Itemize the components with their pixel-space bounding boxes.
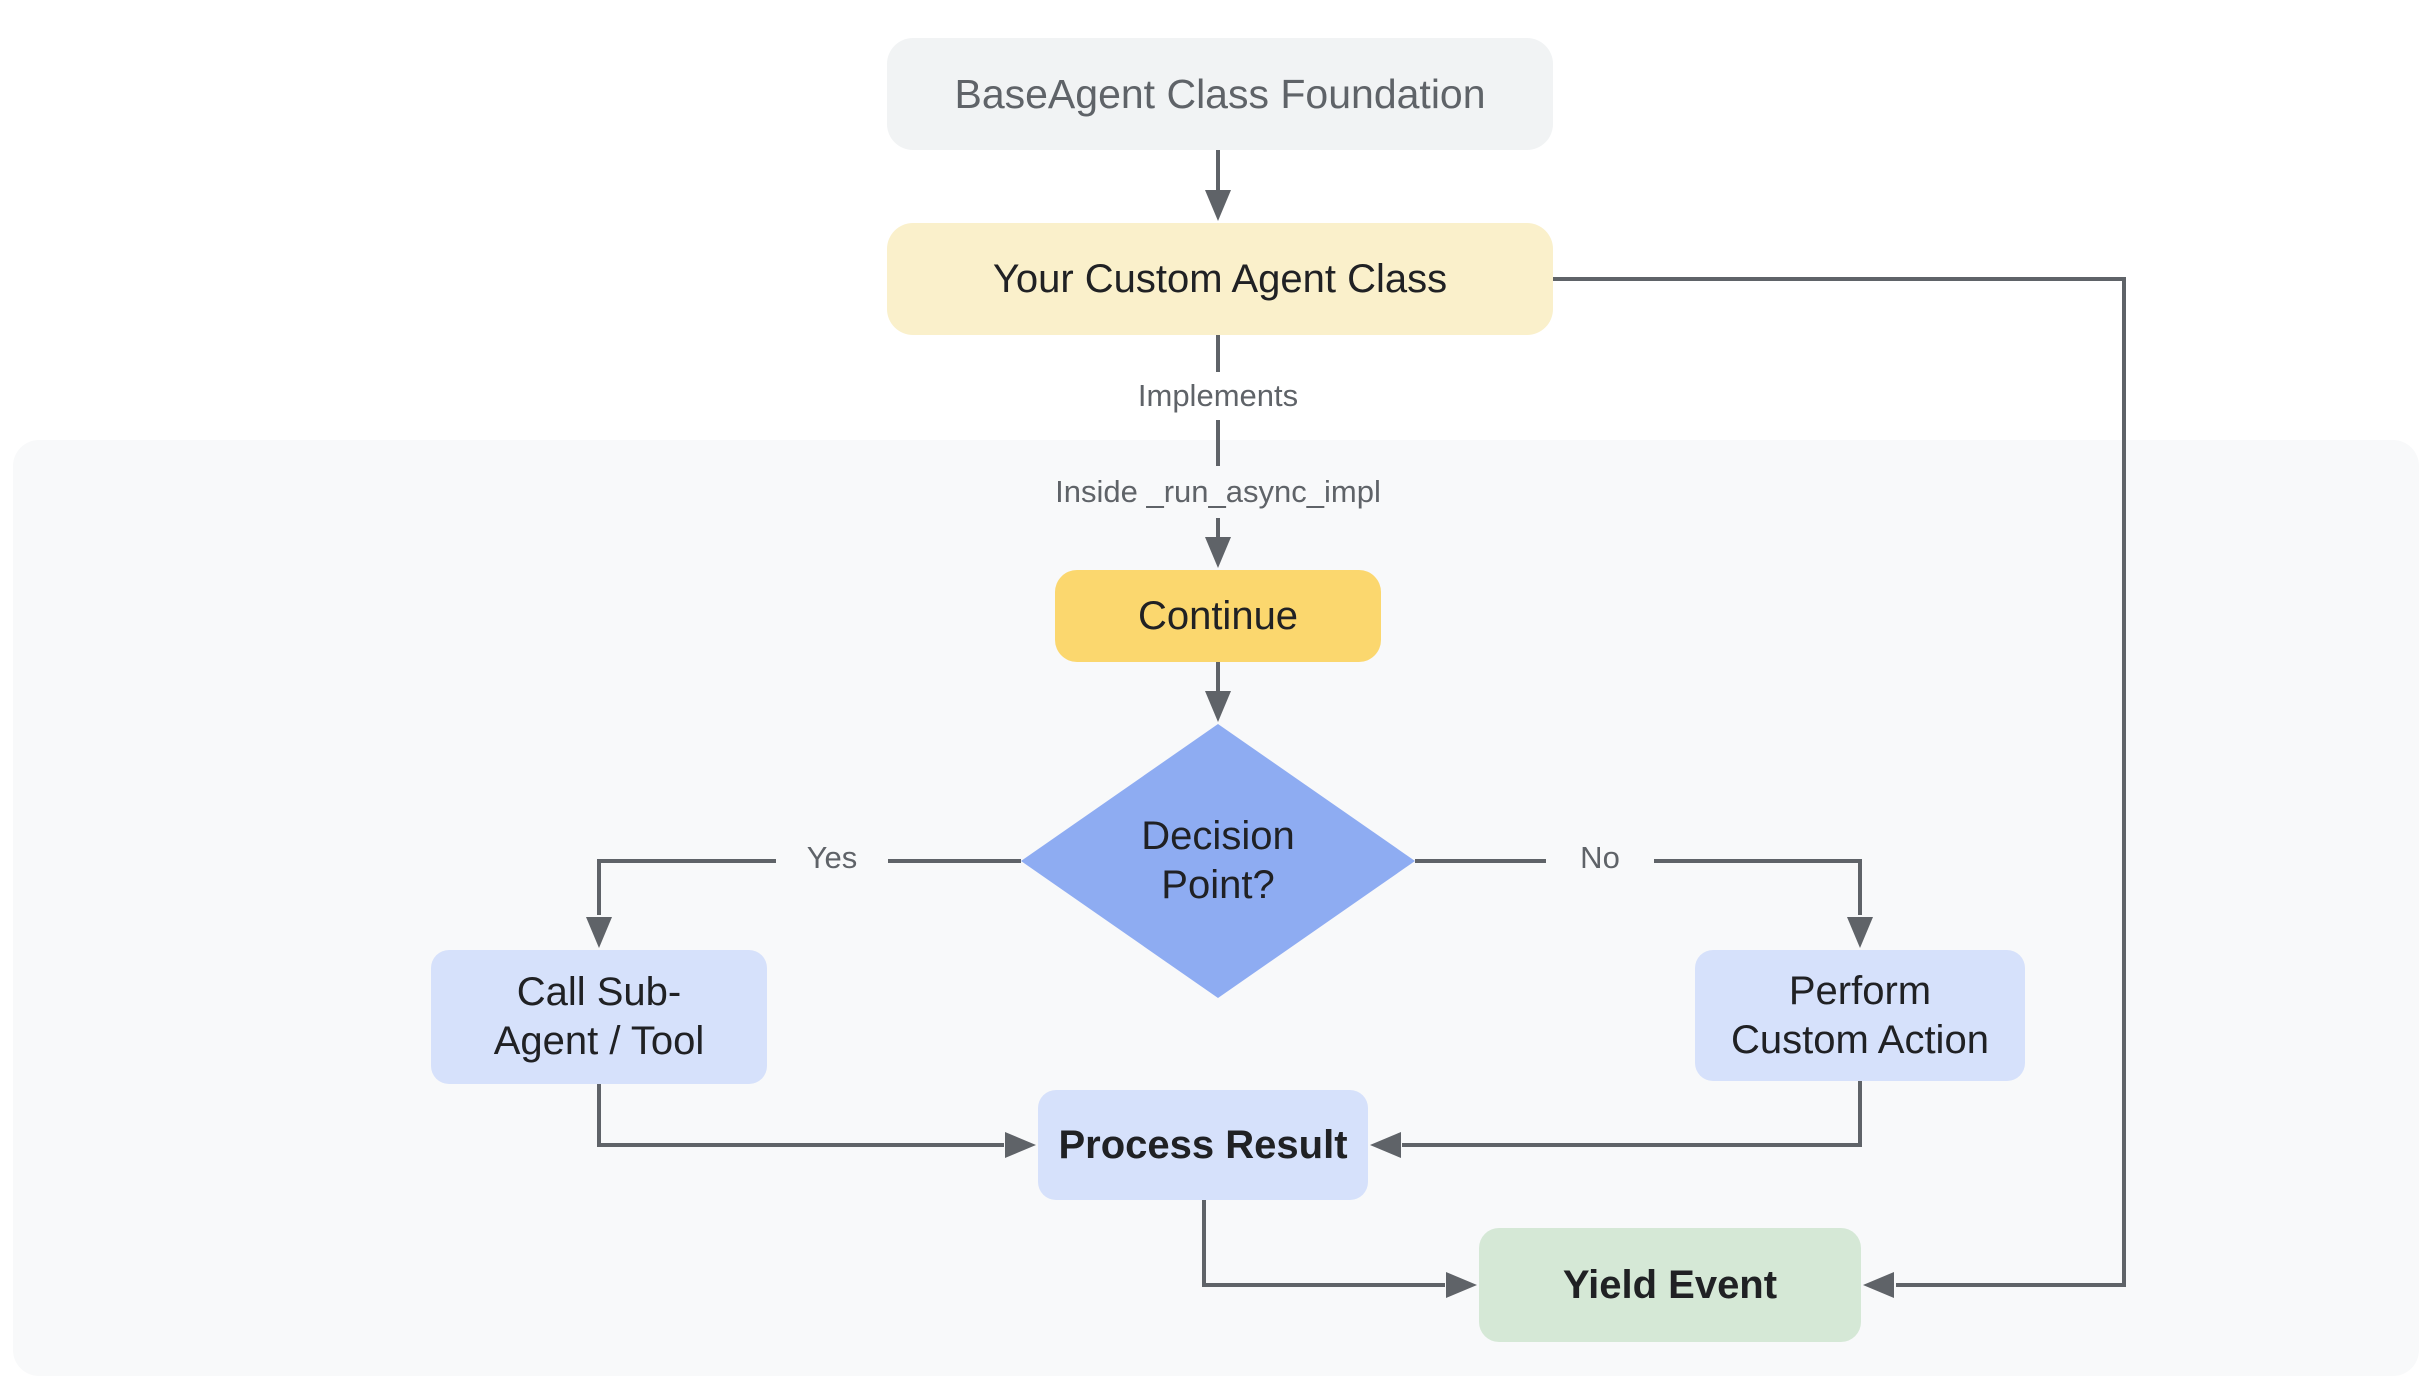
arrowhead-into-perform [1847,917,1873,948]
arrowhead-into-continue [1205,537,1231,568]
decision-diamond-shape [1021,724,1415,998]
edge-perform-to-process [1402,1081,1862,1147]
edge-label-inside-run-async-impl: Inside _run_async_impl [1055,474,1381,509]
edge-label-implements: Implements [1137,378,1299,413]
node-continue: Continue [1055,570,1381,662]
arrowhead-into-yield-right [1863,1272,1894,1298]
edge-decision-yes-to-callsub [597,859,1021,915]
edge-callsub-to-process [597,1084,1004,1147]
edge-label-yes: Yes [806,840,858,875]
arrowhead-into-custom [1205,190,1231,221]
edge-custom-to-yield [1553,277,2126,1287]
arrowhead-into-yield-left [1446,1272,1477,1298]
edge-label-no: No [1580,840,1620,875]
node-your-custom-agent-class: Your Custom Agent Class [887,223,1553,335]
arrowhead-into-decision [1205,691,1231,722]
arrowhead-into-callsub [586,917,612,948]
node-decision-point-label: Decision Point? [1141,814,1295,907]
node-perform-custom-action: Perform Custom Action [1695,950,2025,1081]
node-yield-event: Yield Event [1479,1228,1861,1342]
node-baseagent-foundation: BaseAgent Class Foundation [887,38,1553,150]
edge-decision-no-to-perform [1415,859,1862,915]
arrowhead-into-process-right [1370,1132,1401,1158]
edge-process-to-yield [1202,1200,1445,1287]
arrowhead-into-process-left [1005,1132,1036,1158]
node-process-result: Process Result [1038,1090,1368,1200]
node-call-sub-agent-tool: Call Sub- Agent / Tool [431,950,767,1084]
